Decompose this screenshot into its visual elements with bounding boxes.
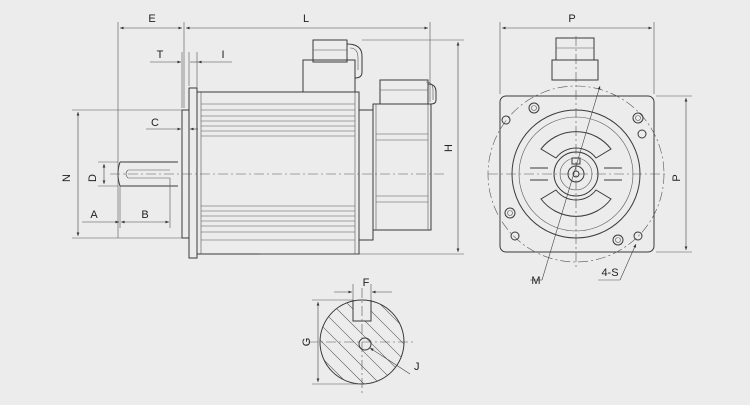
power-connector: [302, 39, 363, 93]
label-T: T: [157, 49, 164, 61]
center-hole: [358, 337, 372, 351]
label-L: L: [303, 13, 309, 25]
label-G: G: [301, 338, 313, 347]
leader-J: J: [369, 347, 420, 375]
mounting-holes: [501, 102, 647, 246]
dim-D: D: [87, 161, 118, 187]
label-4-S: 4-S: [601, 267, 618, 279]
label-P-top: P: [568, 13, 575, 25]
dim-L: L: [186, 13, 431, 102]
dim-P-side: P: [656, 95, 692, 253]
section-hatch: [320, 300, 404, 384]
label-P-side: P: [671, 174, 683, 181]
encoder-connector: [379, 79, 437, 105]
label-I: I: [221, 49, 224, 61]
dim-C: C: [146, 117, 198, 131]
label-C: C: [151, 117, 159, 129]
label-H: H: [443, 144, 455, 152]
label-E: E: [148, 13, 155, 25]
label-J: J: [414, 361, 420, 373]
front-view: P P M 4-S: [487, 13, 692, 287]
front-flange-square: [499, 95, 655, 253]
flange-plate: [188, 87, 198, 259]
side-view: E L T I C: [61, 13, 464, 259]
dim-H: H: [260, 39, 464, 255]
dim-E: E: [117, 13, 185, 238]
shaft-section: F G J: [301, 277, 420, 396]
encoder-housing: [358, 103, 432, 241]
label-B: B: [141, 209, 148, 221]
leader-4S: 4-S: [598, 243, 637, 281]
label-N: N: [61, 174, 73, 182]
motor-body: [196, 91, 360, 255]
front-connector: [551, 37, 599, 81]
label-M: M: [531, 275, 540, 287]
dim-F: F: [334, 277, 392, 300]
leader-M: M: [530, 85, 601, 287]
label-A: A: [90, 209, 98, 221]
dim-A-B: A B: [82, 178, 171, 228]
front-windows: [530, 131, 622, 217]
dim-N: N: [61, 109, 182, 239]
dim-T: T: [150, 49, 198, 108]
dim-G: G: [301, 299, 362, 385]
label-F: F: [363, 277, 370, 289]
dim-I: I: [196, 49, 232, 88]
dim-P-top: P: [499, 13, 655, 94]
label-D: D: [87, 174, 99, 182]
